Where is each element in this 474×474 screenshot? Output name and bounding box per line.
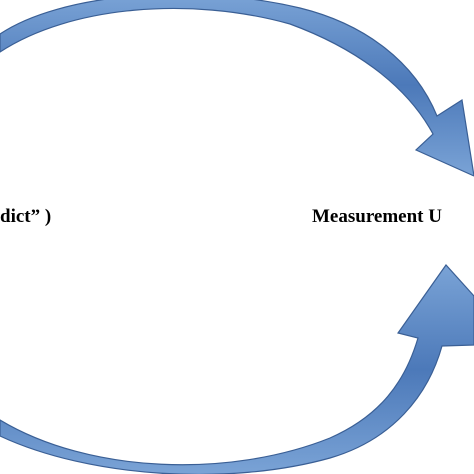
top-curved-arrow: [0, 0, 474, 177]
bottom-curved-arrow: [0, 264, 474, 474]
left-node-label: dict” ): [0, 206, 52, 227]
right-node-label: Measurement U: [312, 206, 442, 227]
